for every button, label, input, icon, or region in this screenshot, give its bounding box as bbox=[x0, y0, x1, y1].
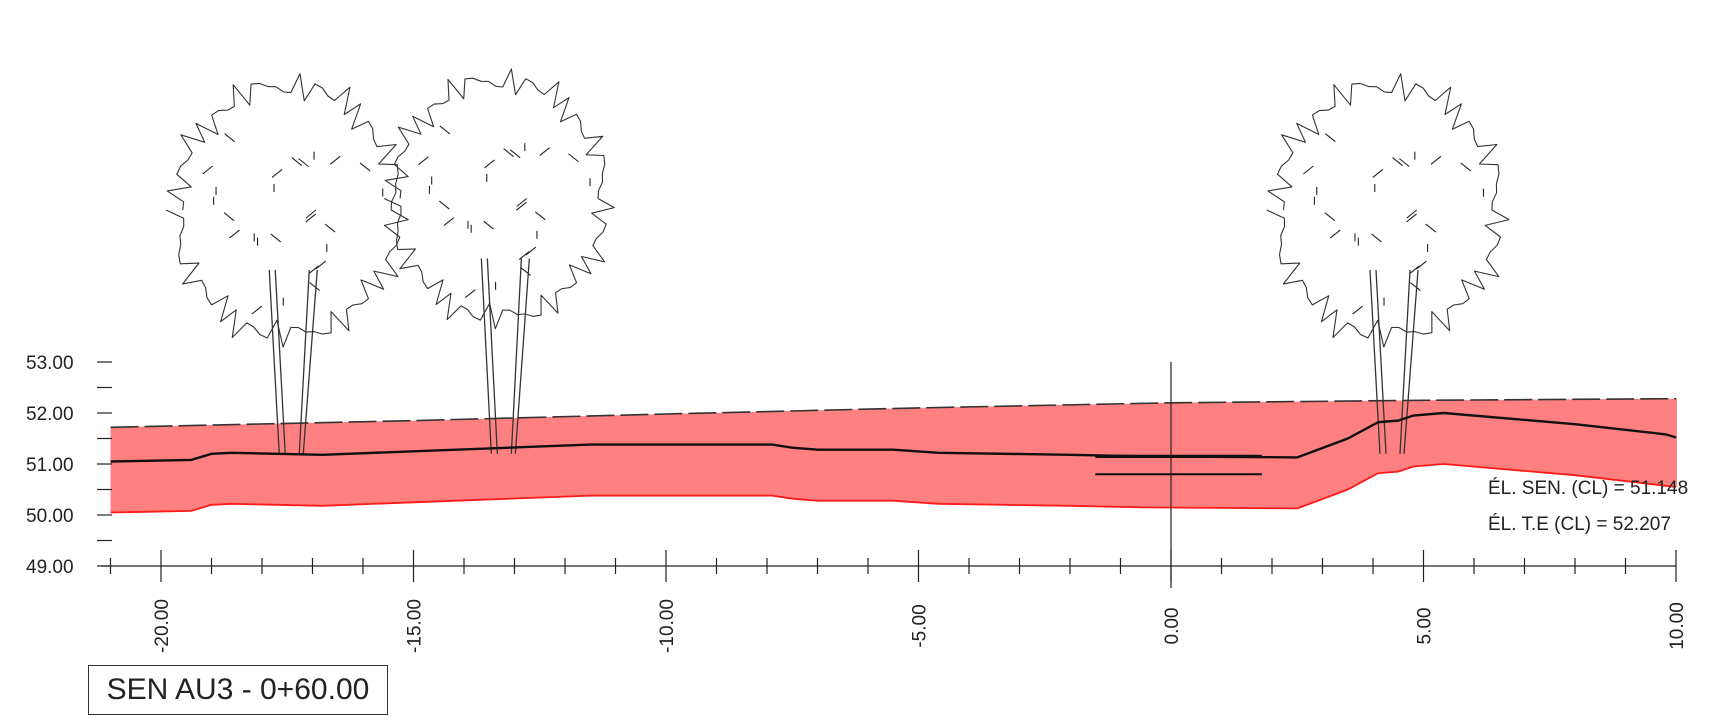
tree-leaf-stroke bbox=[1352, 305, 1363, 315]
tree-leaf-stroke bbox=[305, 213, 317, 223]
tree-icon bbox=[1266, 73, 1510, 454]
tree-trunk bbox=[514, 258, 530, 454]
section-title-box: SEN AU3 - 0+60.00 bbox=[88, 665, 388, 715]
x-tick-label: -20.00 bbox=[152, 599, 173, 653]
tree-leaf-stroke bbox=[1392, 157, 1403, 166]
tree-leaf-stroke bbox=[315, 260, 327, 270]
x-tick-label: -10.00 bbox=[657, 599, 678, 653]
tree-trunk bbox=[302, 269, 318, 454]
x-tick-label: 10.00 bbox=[1667, 602, 1688, 650]
tree-leaf-stroke bbox=[1371, 233, 1382, 243]
bottom-line bbox=[110, 463, 1677, 514]
tree-leaf-stroke bbox=[1406, 213, 1417, 223]
tree-leaf-stroke bbox=[291, 157, 303, 166]
embankment-band bbox=[110, 398, 1676, 513]
tree-leaf-stroke bbox=[539, 147, 551, 156]
section-title: SEN AU3 - 0+60.00 bbox=[106, 673, 370, 706]
tree-leaf-stroke bbox=[1406, 209, 1418, 219]
tree-leaf-stroke bbox=[1410, 282, 1421, 291]
tree-leaf-stroke bbox=[329, 155, 341, 165]
tree-leaf-stroke bbox=[518, 251, 530, 260]
x-tick-label: -5.00 bbox=[910, 604, 931, 647]
x-tick-label: 5.00 bbox=[1415, 608, 1436, 645]
tree-leaf-stroke bbox=[534, 211, 546, 221]
tree-trunk bbox=[274, 269, 286, 454]
y-tick-label: 49.00 bbox=[26, 557, 74, 578]
tree-trunk bbox=[1369, 269, 1381, 454]
tree-leaf-stroke bbox=[202, 165, 213, 175]
tree-canopy bbox=[165, 73, 409, 348]
tree-trunk bbox=[1375, 269, 1387, 454]
tree-leaf-stroke bbox=[483, 220, 494, 230]
tree-leaf-stroke bbox=[224, 133, 235, 143]
y-tick-label: 53.00 bbox=[26, 353, 74, 374]
tree-leaf-stroke bbox=[464, 289, 476, 299]
sen-elevation-label: ÉL. SEN. (CL) = 51.148 bbox=[1488, 478, 1688, 499]
tree-leaf-stroke bbox=[298, 158, 309, 168]
tree-trunk bbox=[268, 269, 280, 454]
tree-leaf-stroke bbox=[1416, 260, 1427, 270]
tree-leaf-stroke bbox=[251, 305, 263, 315]
y-tick-label: 50.00 bbox=[26, 506, 74, 527]
tree-leaf-stroke bbox=[308, 265, 320, 275]
tree-leaf-stroke bbox=[305, 209, 317, 219]
tree-leaf-stroke bbox=[1399, 158, 1410, 168]
tree-leaf-stroke bbox=[271, 168, 283, 178]
tree-leaf-stroke bbox=[439, 125, 451, 135]
layer-lines bbox=[110, 362, 1677, 588]
tree-leaf-stroke bbox=[1372, 168, 1384, 178]
y-tick-label: 51.00 bbox=[26, 455, 74, 476]
tree-leaf-stroke bbox=[525, 246, 537, 256]
y-tick-label: 52.00 bbox=[26, 404, 74, 425]
tree-leaf-stroke bbox=[229, 229, 240, 239]
tree-leaf-stroke bbox=[418, 156, 429, 166]
layer-trees bbox=[165, 68, 1510, 454]
tree-icon bbox=[165, 73, 409, 454]
tree-leaf-stroke bbox=[509, 149, 521, 159]
top-dashed-line bbox=[110, 397, 1677, 429]
tree-trunk bbox=[298, 269, 310, 454]
x-tick-label: 0.00 bbox=[1162, 608, 1183, 645]
tree-leaf-stroke bbox=[520, 267, 531, 276]
tree-leaf-stroke bbox=[309, 282, 320, 291]
tree-canopy bbox=[1266, 73, 1510, 348]
tree-leaf-stroke bbox=[484, 159, 495, 169]
profile-line bbox=[110, 411, 1677, 463]
tree-leaf-stroke bbox=[1325, 133, 1336, 143]
tree-leaf-stroke bbox=[1460, 162, 1472, 172]
tree-trunk bbox=[1403, 269, 1419, 454]
tree-leaf-stroke bbox=[1425, 223, 1437, 233]
tree-leaf-stroke bbox=[1430, 155, 1442, 165]
x-tick-label: -15.00 bbox=[405, 599, 426, 653]
tree-leaf-stroke bbox=[438, 200, 450, 210]
tree-leaf-stroke bbox=[1303, 165, 1314, 175]
tree-leaf-stroke bbox=[516, 198, 528, 207]
tree-icon bbox=[383, 68, 615, 454]
tree-trunk bbox=[486, 258, 498, 454]
tree-leaf-stroke bbox=[503, 148, 514, 158]
tree-leaf-stroke bbox=[443, 217, 455, 227]
tree-leaf-stroke bbox=[324, 223, 336, 233]
tree-leaf-stroke bbox=[516, 201, 527, 211]
tree-trunk bbox=[480, 258, 492, 454]
tree-leaf-stroke bbox=[270, 233, 282, 243]
tree-canopy bbox=[383, 68, 615, 330]
tree-leaf-stroke bbox=[1409, 265, 1420, 275]
te-elevation-label: ÉL. T.E (CL) = 52.207 bbox=[1488, 514, 1671, 535]
tree-leaf-stroke bbox=[223, 212, 235, 222]
tree-trunk bbox=[510, 258, 522, 454]
tree-trunk bbox=[1399, 269, 1411, 454]
layer-band bbox=[110, 398, 1677, 513]
tree-leaf-stroke bbox=[1329, 229, 1341, 239]
tree-leaf-stroke bbox=[359, 162, 371, 172]
layer-axes: -20.00 -15.00 -10.00 -5.00 0.00 5.00 10.00 49.0… bbox=[26, 353, 1688, 653]
tree-leaf-stroke bbox=[1324, 212, 1336, 222]
tree-leaf-stroke bbox=[568, 153, 579, 163]
